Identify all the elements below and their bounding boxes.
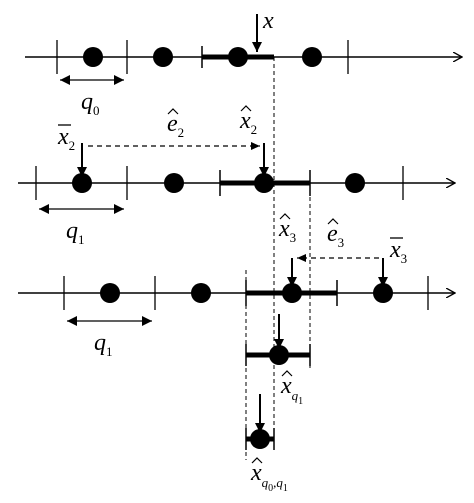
quant-point — [345, 173, 365, 193]
e2-hat — [167, 108, 179, 115]
xhat3-hat — [279, 213, 291, 220]
x-label: x — [262, 8, 274, 34]
quant-point — [250, 429, 270, 449]
e3-label: e3 — [327, 221, 344, 250]
refined-interval-q1 — [245, 314, 311, 366]
quant-point — [72, 173, 92, 193]
row-1-number-line — [25, 14, 462, 85]
xhat2-hat — [240, 105, 252, 112]
xbar3-label: x3 — [389, 237, 407, 266]
xhat3-label: x3 — [278, 216, 296, 245]
xhat-q1-label: xq1 — [280, 373, 303, 407]
xhat-q0q1-label: xq0,q1 — [250, 460, 288, 494]
xhat-q1-hat — [281, 370, 293, 377]
quant-point — [191, 283, 211, 303]
q1-label-row3: q1 — [94, 330, 113, 359]
q1-label-row2: q1 — [66, 218, 85, 247]
quant-point — [302, 47, 322, 67]
quant-point — [254, 173, 274, 193]
quant-point — [83, 47, 103, 67]
quant-point — [100, 283, 120, 303]
q0-label: q0 — [81, 89, 100, 118]
quant-point — [228, 47, 248, 67]
row-2-number-line — [18, 142, 455, 214]
quant-point — [373, 283, 393, 303]
final-interval-q0-q1 — [245, 394, 275, 450]
e3-hat — [327, 218, 339, 225]
xhat-q0q1-hat — [251, 457, 263, 464]
quant-point — [269, 345, 289, 365]
row-3-number-line — [18, 254, 455, 326]
e2-label: e2 — [167, 111, 184, 140]
xbar2-label: x2 — [57, 124, 75, 153]
xhat2-label: x2 — [239, 108, 257, 137]
quant-point — [153, 47, 173, 67]
quant-point — [164, 173, 184, 193]
quant-point — [282, 283, 302, 303]
